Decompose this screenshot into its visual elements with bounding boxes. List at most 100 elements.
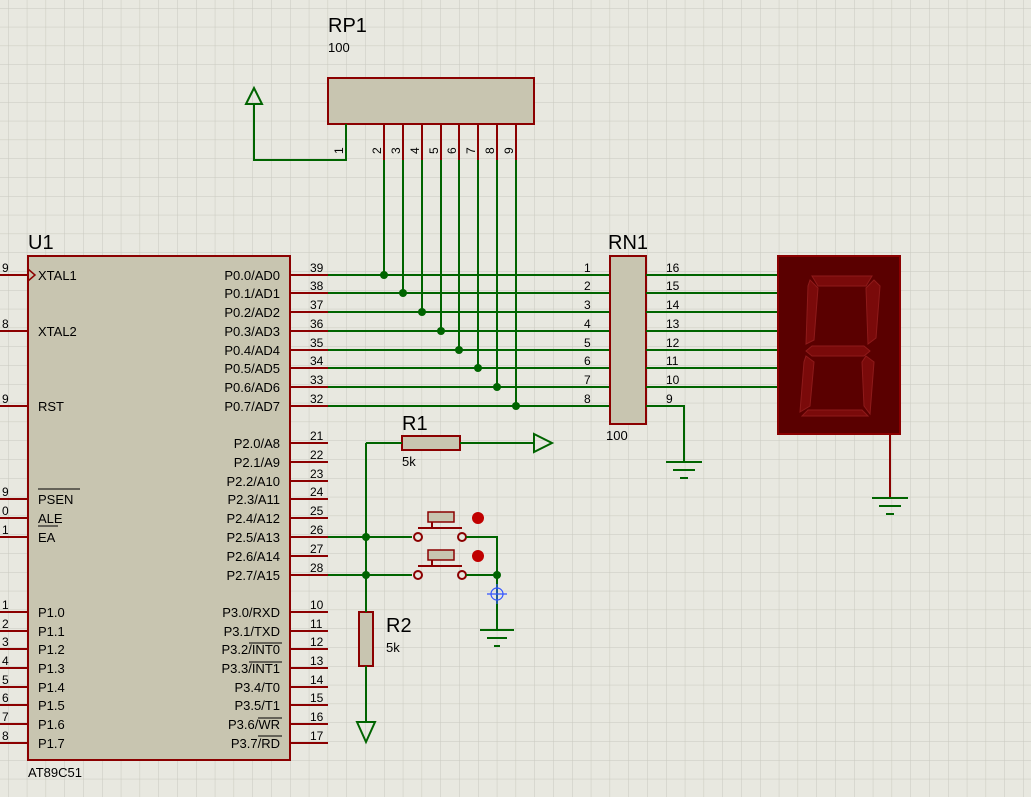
- r1-resistor[interactable]: R1 5k: [365, 413, 555, 575]
- rp1-body: [327, 77, 535, 125]
- crosshair-cursor-icon: [487, 584, 507, 604]
- r1-power-arrow: [533, 432, 555, 454]
- u1-right-pin-number: 26: [310, 523, 324, 537]
- r2-value-label: 5k: [386, 640, 400, 655]
- u1-right-pin-name: P0.6/AD6: [224, 380, 280, 395]
- rp1-pin-number: 1: [332, 147, 346, 154]
- rp1-power-arrow: [244, 85, 347, 161]
- junction-dot: [474, 364, 482, 372]
- u1-right-pin-number: 15: [310, 691, 324, 705]
- u1-left-pin-name: P1.3: [38, 661, 65, 676]
- u1-right-pin-number: 23: [310, 467, 324, 481]
- rp1-ref-label: RP1: [328, 15, 367, 37]
- u1-left-pin-number: 9: [2, 261, 9, 275]
- buttons-ground-symbol: [480, 629, 514, 647]
- u1-right-pin-name: P2.2/A10: [227, 474, 281, 489]
- r2-body: [358, 611, 374, 667]
- u1-right-pin-name: P2.0/A8: [234, 436, 280, 451]
- u1-left-pin-name: RST: [38, 399, 64, 414]
- rp1-pin-number: 6: [445, 147, 459, 154]
- rn1-body: [609, 255, 647, 425]
- rp1-value-label: 100: [328, 40, 350, 55]
- u1-right-pin-number: 36: [310, 317, 324, 331]
- u1-right-pin-name: P0.5/AD5: [224, 361, 280, 376]
- rn1-left-pin-number: 7: [584, 373, 591, 387]
- u1-right-pin-name: P3.0/RXD: [222, 605, 280, 620]
- rn1-left-pin-number: 3: [584, 298, 591, 312]
- rp1-pin-number: 5: [427, 147, 441, 154]
- u1-right-pin-number: 34: [310, 354, 324, 368]
- u1-right-pin-number: 27: [310, 542, 324, 556]
- r2-resistor[interactable]: R2 5k: [355, 575, 412, 745]
- u1-left-pin-number: 9: [2, 392, 9, 406]
- u1-left-pin-name: P1.5: [38, 698, 65, 713]
- u1-right-pin-number: 39: [310, 261, 324, 275]
- r1-ref-label: R1: [402, 413, 428, 435]
- rp1-pin-number: 2: [370, 147, 384, 154]
- xtal1-clock-marker: [27, 268, 37, 282]
- u1-right-pin-name: P3.2/INT0: [221, 642, 280, 657]
- u1-right-pin-number: 21: [310, 429, 324, 443]
- u1-right-pin-number: 32: [310, 392, 324, 406]
- u1-left-pin-number: 5: [2, 673, 9, 687]
- rn1-ground-symbol: [666, 461, 702, 479]
- rn1-right-pin-number: 16: [666, 261, 680, 275]
- r2-ground-arrow: [355, 721, 377, 745]
- u1-right-pin-number: 13: [310, 654, 324, 668]
- u1-right-pin-name: P3.1/TXD: [224, 624, 280, 639]
- u1-right-pin-number: 33: [310, 373, 324, 387]
- u1-left-pin-number: 7: [2, 710, 9, 724]
- u1-left-pin-name: P1.1: [38, 624, 65, 639]
- rp1-pin-number: 4: [408, 147, 422, 154]
- u1-right-pins: 39P0.0/AD038P0.1/AD137P0.2/AD236P0.3/AD3…: [221, 261, 328, 751]
- u1-left-pin-number: 4: [2, 654, 9, 668]
- pushbutton-1[interactable]: [328, 511, 498, 575]
- u1-left-pin-number: 0: [2, 504, 9, 518]
- junction-dot: [512, 402, 520, 410]
- rp1-pin-number: 8: [483, 147, 497, 154]
- u1-left-pin-number: 3: [2, 635, 9, 649]
- u1-right-pin-name: P2.5/A13: [227, 530, 281, 545]
- seven-segment-display[interactable]: [777, 255, 901, 498]
- u1-right-pin-name: P0.7/AD7: [224, 399, 280, 414]
- rn1-right-pin-number: 12: [666, 336, 680, 350]
- rn1-left-pin-number: 6: [584, 354, 591, 368]
- u1-left-pin-number: 8: [2, 317, 9, 331]
- u1-left-pin-number: 8: [2, 729, 9, 743]
- u1-right-pin-number: 38: [310, 279, 324, 293]
- rn1-right-pin-number: 14: [666, 298, 680, 312]
- u1-right-pin-name: P2.1/A9: [234, 455, 280, 470]
- rn1-right-pin-number: 11: [666, 354, 679, 368]
- u1-left-pin-number: 1: [2, 523, 9, 537]
- u1-right-pin-name: P0.3/AD3: [224, 324, 280, 339]
- rp1-pin-number: 9: [502, 147, 516, 154]
- rn1-value-label: 100: [606, 428, 628, 443]
- u1-right-pin-number: 22: [310, 448, 324, 462]
- u1-right-pin-name: P3.7/RD: [231, 736, 280, 751]
- junction-dot: [418, 308, 426, 316]
- junction-dot: [399, 289, 407, 297]
- rn1-right-pin-number: 9: [666, 392, 673, 406]
- u1-right-pin-number: 35: [310, 336, 324, 350]
- u1-left-pin-name: EA: [38, 530, 56, 545]
- u1-right-pin-number: 37: [310, 298, 324, 312]
- u1-right-pin-name: P3.5/T1: [234, 698, 280, 713]
- u1-left-pin-number: 6: [2, 691, 9, 705]
- rn1-right-pin-number: 15: [666, 279, 680, 293]
- u1-ref-label: U1: [28, 232, 54, 254]
- u1-right-pin-name: P2.6/A14: [227, 549, 281, 564]
- u1-part-label: AT89C51: [28, 765, 82, 780]
- u1-left-pin-name: P1.7: [38, 736, 65, 751]
- u1-left-pin-name: XTAL2: [38, 324, 77, 339]
- u1-right-pin-number: 14: [310, 673, 324, 687]
- junction-dot: [380, 271, 388, 279]
- u1-left-pin-number: 2: [2, 617, 9, 631]
- p0-bus-wires: [328, 160, 610, 410]
- u1-right-pin-name: P0.4/AD4: [224, 343, 280, 358]
